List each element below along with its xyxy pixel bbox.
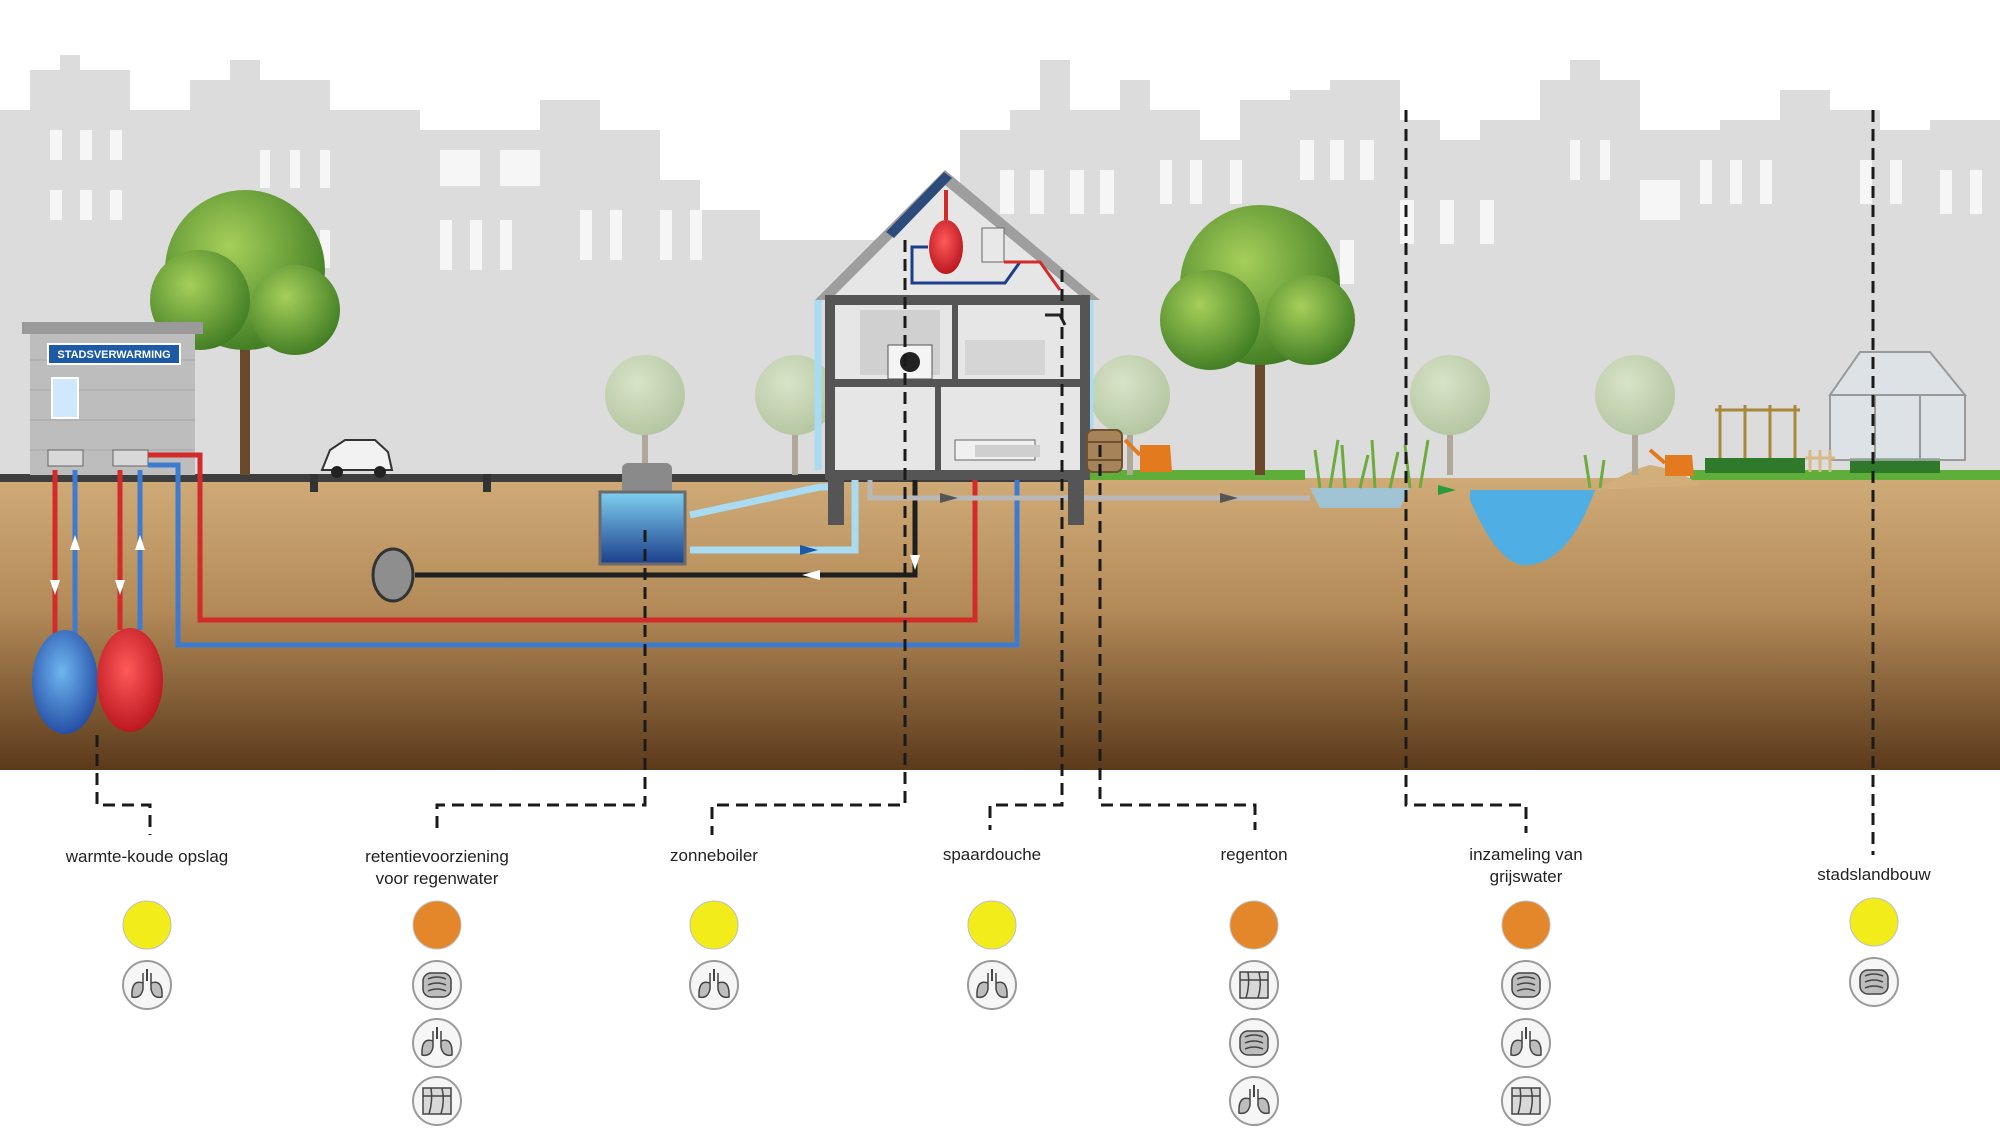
curb (483, 474, 491, 492)
grass-strip (1085, 470, 1305, 480)
watering-can-farm (1648, 448, 1694, 476)
label-line: grijswater (1489, 867, 1563, 886)
greenhouse (1828, 351, 1968, 461)
infiltration-well (371, 547, 415, 603)
fence (1805, 450, 1835, 472)
indicator-yellow (122, 900, 172, 950)
lungs-icon (1501, 1018, 1551, 1068)
washing-machine (887, 344, 933, 380)
label-line: spaardouche (942, 845, 1042, 864)
car (320, 439, 394, 478)
drain-pipe (415, 480, 918, 578)
label-zonneboiler: zonneboiler (670, 845, 758, 867)
reed-basin (1310, 488, 1410, 508)
cold-storage (32, 630, 98, 734)
intestines-icon (1849, 957, 1899, 1007)
intestines-icon (1501, 960, 1551, 1010)
skin-icon (1501, 1076, 1551, 1126)
label-grijswater: inzameling van grijswater (1469, 844, 1582, 888)
skin-icon (412, 1076, 462, 1126)
building-sign: STADSVERWARMING (57, 349, 170, 361)
label-regenton: regenton (1220, 844, 1287, 866)
watering-can (1123, 438, 1172, 472)
retention-tank (598, 463, 687, 566)
indicator-yellow (1849, 897, 1899, 947)
indicator-orange (1229, 900, 1279, 950)
lungs-icon (1229, 1076, 1279, 1126)
greywater-pipe (867, 480, 1310, 501)
lungs-icon (412, 1018, 462, 1068)
grass-strip-right (1690, 470, 2000, 480)
label-line: retentievoorziening (365, 847, 509, 866)
leader-lines (95, 110, 1875, 855)
lungs-icon (689, 960, 739, 1010)
legend-area (122, 897, 1899, 1126)
street (0, 474, 1070, 482)
shower-head (1045, 313, 1067, 326)
label-spaardouche: spaardouche (943, 844, 1041, 866)
label-retentievoorziening: retentievoorziening voor regenwater (365, 846, 509, 890)
label-line: warmte-koude opslag (65, 847, 229, 866)
flow-arrows (50, 485, 1456, 595)
district-heating-building: STADSVERWARMING (22, 322, 203, 475)
lungs-icon (122, 960, 172, 1010)
lungs-icon (967, 960, 1017, 1010)
label-line: inzameling van (1469, 845, 1583, 864)
soil-ground (0, 478, 2000, 770)
label-line: zonneboiler (670, 846, 758, 865)
tree-right (1160, 205, 1355, 475)
tree-left (150, 190, 340, 475)
label-stadslandbouw: stadslandbouw (1817, 864, 1930, 886)
label-line: stadslandbouw (1817, 865, 1931, 884)
indicator-orange (412, 900, 462, 950)
label-line: voor regenwater (375, 869, 499, 888)
skin-icon (1229, 960, 1279, 1010)
intestines-icon (1229, 1018, 1279, 1068)
reeds (1313, 439, 1606, 489)
solar-boiler (910, 190, 1062, 291)
heat-storage (97, 628, 163, 732)
pond (1470, 490, 1595, 566)
hot-pipe (52, 452, 978, 660)
indicator-yellow (967, 900, 1017, 950)
indicator-yellow (689, 900, 739, 950)
label-warmte-koude-opslag: warmte-koude opslag (66, 846, 229, 868)
intestines-icon (412, 960, 462, 1010)
curb (310, 474, 318, 492)
solar-panel (886, 172, 952, 238)
rain-barrel (1086, 429, 1123, 473)
label-line: regenton (1220, 845, 1288, 864)
indicator-orange (1501, 900, 1551, 950)
